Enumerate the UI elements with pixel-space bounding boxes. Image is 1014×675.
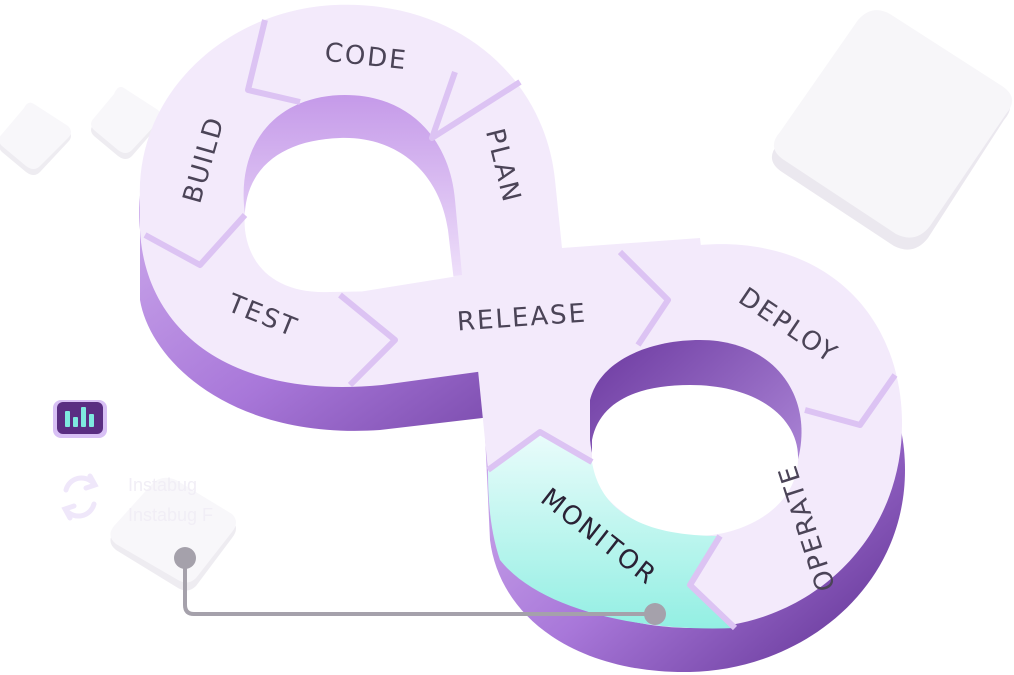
faded-line-1: Instabug <box>128 475 198 495</box>
connector-tile <box>110 477 236 591</box>
small-tile-2 <box>91 86 161 159</box>
release-band <box>340 250 670 385</box>
connector <box>174 547 666 625</box>
arrow-code-plan <box>429 71 522 141</box>
right-loop-hole <box>592 385 799 537</box>
arrow-build-test <box>143 212 248 268</box>
connector-line <box>183 558 655 616</box>
chart-icon <box>53 400 107 438</box>
large-tile <box>771 10 1013 250</box>
right-loop <box>340 244 905 673</box>
faded-caption: Instabug Instabug F <box>128 470 268 530</box>
arrow-deploy-operate <box>804 373 898 428</box>
connector-dot-end <box>644 603 666 625</box>
arrow-operate-monitor <box>687 534 738 631</box>
small-tile-1 <box>0 102 71 175</box>
left-loop-hole <box>244 137 455 293</box>
monitor-segment <box>488 432 735 629</box>
arrow-test-release <box>338 292 398 388</box>
faded-line-2: Instabug F <box>128 505 214 525</box>
arrow-code-build <box>245 19 301 105</box>
sync-icon <box>61 473 99 521</box>
arrow-monitor-top <box>486 429 594 473</box>
segment-arrows <box>143 19 898 631</box>
arrow-release-deploy <box>617 249 671 347</box>
connector-dot-start <box>174 547 196 569</box>
